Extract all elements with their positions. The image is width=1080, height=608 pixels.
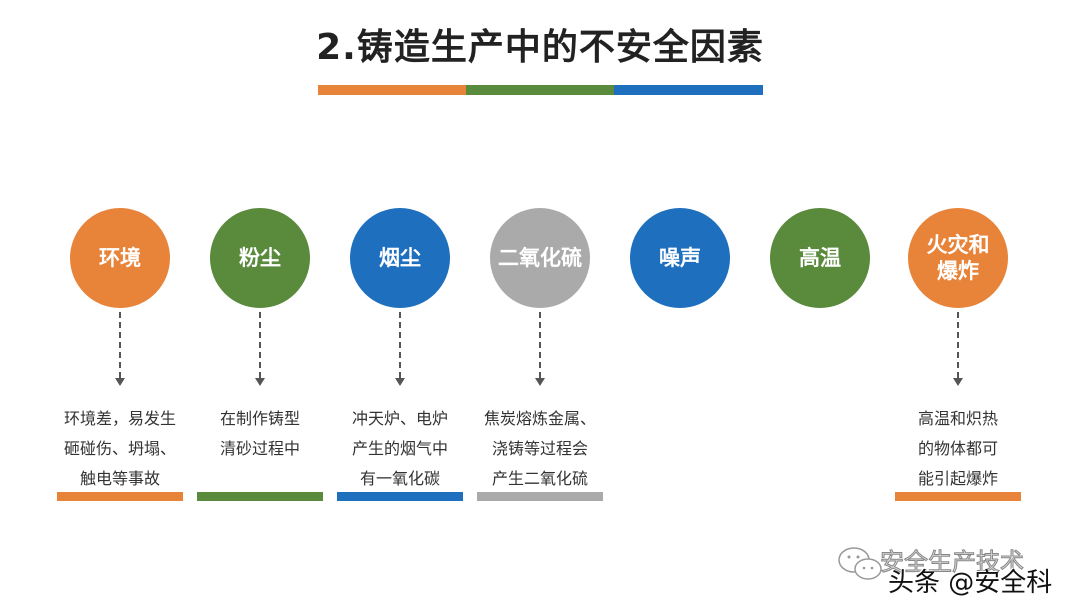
factor-description: 在制作铸型清砂过程中	[185, 404, 335, 464]
description-line: 清砂过程中	[219, 439, 300, 458]
factor-label: 粉尘	[239, 246, 281, 270]
dashed-connector	[539, 312, 541, 378]
factor-label: 火灾和	[926, 233, 990, 257]
factor-circle: 二氧化硫	[490, 208, 590, 308]
dashed-connector	[119, 312, 121, 378]
factor-circle: 烟尘	[350, 208, 450, 308]
factor-description: 环境差，易发生砸碰伤、坍塌、触电等事故	[45, 404, 195, 494]
color-bar	[895, 492, 1021, 501]
watermark-faded: 安全生产技术	[880, 548, 1025, 577]
arrow-down-icon	[953, 378, 963, 386]
factor-description: 高温和炽热的物体都可能引起爆炸	[883, 404, 1033, 494]
dashed-connector	[399, 312, 401, 378]
title-underline-segment	[318, 85, 467, 95]
description-line: 焦炭熔炼金属、	[483, 409, 596, 428]
description-line: 的物体都可	[917, 439, 998, 458]
factor-label: 爆炸	[937, 259, 979, 283]
page-title: 2.铸造生产中的不安全因素	[316, 27, 764, 68]
watermark-main: 头条 @安全科	[888, 568, 1053, 598]
factor-label: 环境	[99, 246, 141, 270]
description-line: 产生的烟气中	[351, 439, 448, 458]
factor-label: 噪声	[659, 246, 701, 270]
dashed-connector	[957, 312, 959, 378]
description-line: 砸碰伤、坍塌、	[63, 439, 176, 458]
description-line: 冲天炉、电炉	[351, 409, 448, 428]
arrow-down-icon	[535, 378, 545, 386]
color-bar	[337, 492, 463, 501]
dashed-connector	[259, 312, 261, 378]
description-line: 浇铸等过程会	[491, 439, 588, 458]
description-line: 能引起爆炸	[917, 469, 998, 488]
factor-circle: 噪声	[630, 208, 730, 308]
title-underline-segment	[466, 85, 615, 95]
factor-circle: 高温	[770, 208, 870, 308]
color-bar	[197, 492, 323, 501]
arrow-down-icon	[395, 378, 405, 386]
description-line: 有一氧化碳	[359, 469, 440, 488]
color-bar	[57, 492, 183, 501]
factor-label: 烟尘	[379, 246, 421, 270]
factor-label: 二氧化硫	[498, 246, 582, 270]
factor-circle: 粉尘	[210, 208, 310, 308]
arrow-down-icon	[115, 378, 125, 386]
factor-circle: 环境	[70, 208, 170, 308]
factor-label: 高温	[799, 246, 841, 270]
wechat-icon	[838, 547, 882, 580]
description-line: 产生二氧化硫	[491, 469, 588, 488]
title-underline-segment	[614, 85, 763, 95]
description-line: 触电等事故	[79, 469, 160, 488]
arrow-down-icon	[255, 378, 265, 386]
description-line: 环境差，易发生	[63, 409, 176, 428]
description-line: 高温和炽热	[917, 409, 998, 428]
description-line: 在制作铸型	[219, 409, 300, 428]
color-bar	[477, 492, 603, 501]
factor-circle: 火灾和爆炸	[908, 208, 1008, 308]
factor-description: 焦炭熔炼金属、浇铸等过程会产生二氧化硫	[465, 404, 615, 494]
factor-description: 冲天炉、电炉产生的烟气中有一氧化碳	[325, 404, 475, 494]
